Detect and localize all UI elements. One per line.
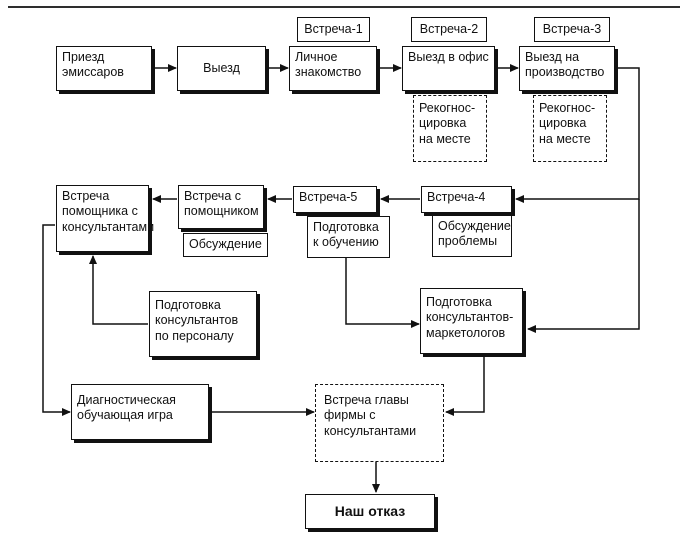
node-meeting2-tag: Встреча-2 [411,17,487,42]
node-problem-discussion: Обсуждение проблемы [432,215,512,257]
node-discussion: Обсуждение [183,233,268,257]
node-production-visit: Выезд на производство [519,46,615,91]
node-head-meeting: Встреча главы фирмы с консультантами [315,384,444,462]
node-training-prep: Подготовка к обучению [307,216,390,258]
node-meeting1-tag: Встреча-1 [297,17,370,42]
node-recon-office: Рекогнос-цировка на месте [413,95,487,162]
node-meeting4: Встреча-4 [421,186,512,213]
node-meeting3-tag: Встреча-3 [534,17,610,42]
node-recon-production: Рекогнос-цировка на месте [533,95,607,162]
node-meeting1-tag-label: Встреча-1 [304,21,363,36]
arrow-marketing-to-head [445,356,485,416]
node-arrival: Приезд эмиссаров [56,46,152,91]
node-office-visit: Выезд в офис [402,46,495,91]
node-refusal-label: Наш отказ [334,502,406,519]
arrow-personnel-to-consultants [89,255,148,325]
node-departure: Выезд [177,46,266,91]
node-assistant-consultants-meeting: Встреча помощника с консультантами [56,185,154,252]
node-diagnostic-game: Диагностическая обучающая игра [71,384,209,440]
arrow-training-to-marketing [345,258,420,328]
arrow-production-to-meeting4 [515,67,640,203]
node-departure-label: Выезд [203,60,240,75]
arrow-consultants-to-game [42,224,71,416]
node-acquaintance: Личное знакомство [289,46,377,91]
node-meeting3-tag-label: Встреча-3 [542,21,602,36]
node-refusal: Наш отказ [305,494,435,529]
node-meeting5: Встреча-5 [293,186,377,213]
node-meeting2-tag-label: Встреча-2 [419,21,479,36]
node-personnel-consultants-prep: Подготовка консультантов по персоналу [149,291,257,357]
arrow-side-to-marketing [527,199,640,333]
node-marketing-consultants-prep: Подготовка консультантов-маркетологов [420,288,523,354]
node-assistant-meeting: Встреча с помощником [178,185,264,229]
